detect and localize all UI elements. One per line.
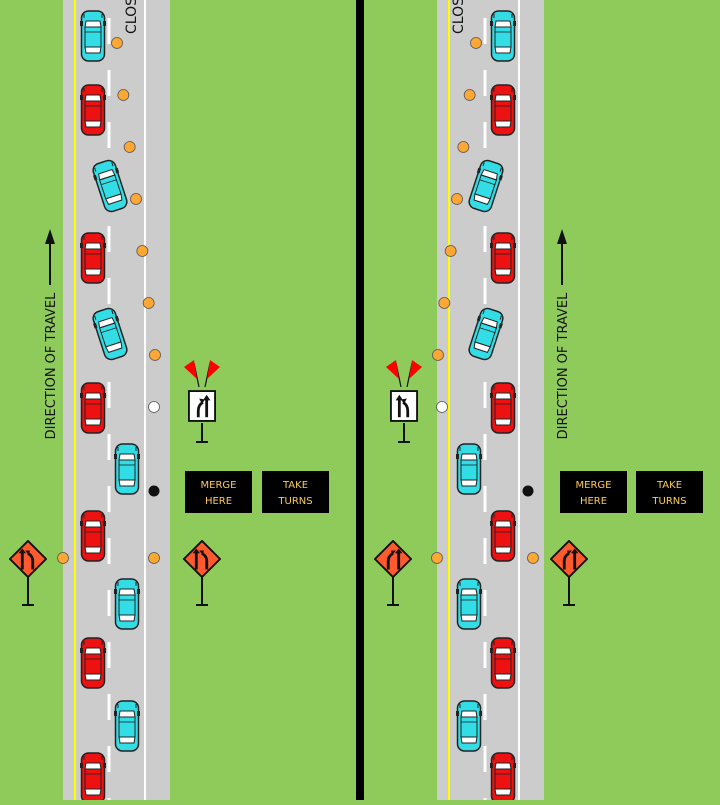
lane-dash [483,486,487,512]
lane-shift-sign-icon [390,389,418,423]
traffic-cone [431,552,443,564]
car-red [490,84,516,136]
traffic-cone [457,141,470,153]
message-board [560,471,627,513]
panel-left: CLOS DIRECTION OF TRAVEL MERGE HERE TAKE TURN… [9,0,329,805]
lane-dash [483,382,487,408]
traffic-cone [444,245,457,257]
lane-dash [483,226,487,252]
closed-lane-label: CLOS [124,0,140,34]
traffic-cone [432,349,444,361]
message-board-text: TAKE [656,480,682,491]
lane-shift-sign-icon [188,389,216,423]
lane-dash [107,18,111,44]
message-board-text: HERE [205,496,232,507]
car-cyan [114,578,140,630]
lane-dash [107,746,111,772]
traffic-cone [57,552,69,564]
lane-dash [483,70,487,96]
panel-divider [356,0,364,800]
lane-dash [107,278,111,304]
car-red [80,510,106,562]
message-board [636,471,703,513]
car-red [490,752,516,804]
lane-dash [483,278,487,304]
traffic-cone [117,89,130,101]
lane-dash [483,694,487,720]
car-red [80,84,106,136]
lane-dash [483,18,487,44]
message-board-text: TURNS [277,496,312,507]
car-red [490,382,516,434]
black-marker [148,485,160,497]
traffic-cone [149,349,161,361]
lane-dash [107,122,111,148]
lane-dash [483,538,487,564]
traffic-cone [130,193,142,205]
lane-dash [107,226,111,252]
car-cyan [490,10,516,62]
white-marker [148,401,160,413]
lane-dash [107,70,111,96]
lane-dash [107,642,111,668]
car-cyan [456,443,482,495]
lane-dash [107,382,111,408]
car-cyan [114,443,140,495]
car-cyan [114,700,140,752]
traffic-cone [142,297,155,309]
closed-lane-label: CLOS [451,0,467,34]
message-board-text: MERGE [576,480,612,491]
message-board-text: MERGE [201,480,237,491]
message-board [185,471,252,513]
lane-dash [107,590,111,616]
white-marker [436,401,448,413]
arrow-up-icon [557,229,567,244]
traffic-cone [136,245,149,257]
message-board-text: TURNS [651,496,686,507]
traffic-cone [148,552,160,564]
car-red [80,752,106,804]
lane-dash [483,434,487,460]
car-red [80,637,106,689]
road [437,0,544,800]
car-red [490,232,516,284]
lane-dash [483,746,487,772]
message-board [262,471,329,513]
panel-right: CLOS DIRECTION OF TRAVEL MERGE HERE TAKE TURN… [374,0,703,805]
direction-label: DIRECTION OF TRAVEL [556,292,571,439]
traffic-cone [463,89,476,101]
traffic-cone [123,141,136,153]
lane-dash [483,642,487,668]
road [63,0,170,800]
car-cyan [456,700,482,752]
lane-dash [107,434,111,460]
lane-dash [107,538,111,564]
traffic-cone [438,297,451,309]
car-cyan [80,10,106,62]
traffic-cone [527,552,539,564]
car-red [80,232,106,284]
car-red [490,510,516,562]
car-cyan [456,578,482,630]
car-red [80,382,106,434]
message-board-text: TAKE [282,480,308,491]
message-board-text: HERE [580,496,607,507]
car-red [490,637,516,689]
direction-label: DIRECTION OF TRAVEL [44,292,59,439]
lane-dash [483,590,487,616]
lane-dash [107,694,111,720]
arrow-up-icon [45,229,55,244]
traffic-cone [111,37,123,49]
traffic-cone [451,193,463,205]
traffic-cone [470,37,482,49]
lane-dash [107,486,111,512]
black-marker [522,485,534,497]
lane-dash [483,122,487,148]
